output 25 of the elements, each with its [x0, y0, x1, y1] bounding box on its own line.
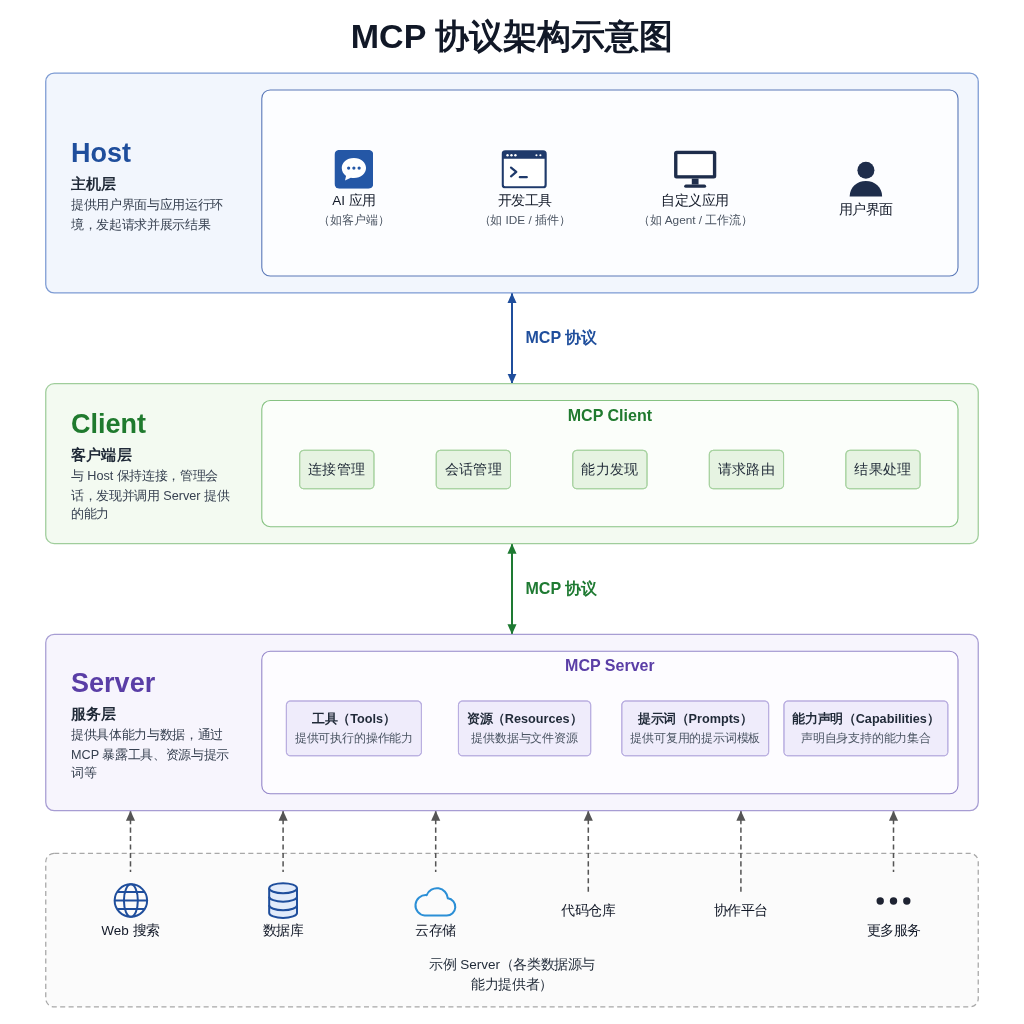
arrow — [888, 809, 899, 873]
node-label: 用户界面 — [838, 202, 893, 217]
arrow — [507, 292, 517, 384]
node-label: 数据库 — [262, 923, 304, 938]
node-label: 自定义应用 — [661, 192, 729, 208]
cluster — [261, 89, 959, 277]
arrow — [431, 809, 441, 873]
node-label: Web 搜索 — [101, 923, 160, 938]
arrow — [125, 809, 136, 873]
node-label: （如 IDE / 插件） — [478, 213, 571, 227]
node-label: （如 Agent / 工作流） — [637, 213, 753, 227]
arrow — [736, 809, 746, 893]
edge-label: MCP 协议 — [525, 328, 598, 347]
edge-label: MCP 协议 — [525, 579, 598, 598]
arrow — [583, 809, 593, 893]
node-text: 代码仓库 — [561, 903, 616, 918]
node-label: 开发工具 — [497, 192, 552, 208]
node-label: （如客户端） — [318, 213, 390, 227]
node-label: 云存储 — [415, 923, 456, 938]
node-label: AI 应用 — [332, 192, 376, 208]
arrow — [278, 809, 288, 873]
node-label: 更多服务 — [866, 923, 921, 938]
node-text: 协作平台 — [713, 903, 768, 918]
diagram-title: MCP 协议架构示意图 — [350, 16, 674, 57]
arrow — [507, 543, 517, 635]
